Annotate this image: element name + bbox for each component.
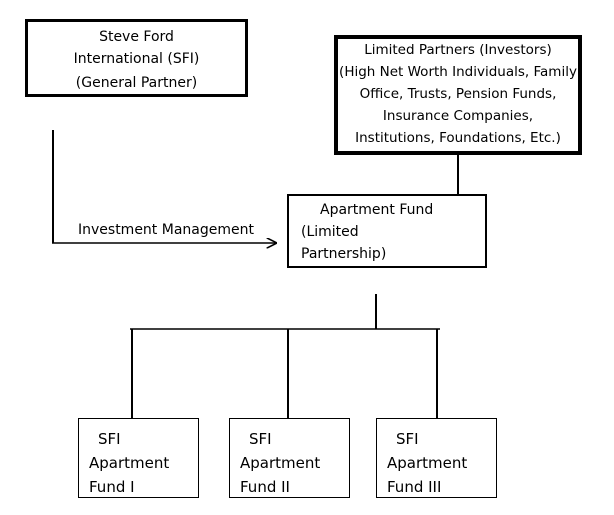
limited-partners-box: Limited Partners (Investors) (High Net W… [334, 35, 582, 155]
gp-line-2: International (SFI) [73, 51, 200, 67]
general-partner-box: Steve Ford International (SFI) (General … [25, 19, 248, 97]
fund-line-2: (Limited [301, 224, 359, 240]
sub-fund-1-line-1: SFI [98, 430, 121, 448]
sub-fund-3-line-1: SFI [396, 430, 419, 448]
fund-line-3: Partnership) [301, 246, 387, 262]
sub-fund-2-line-1: SFI [249, 430, 272, 448]
lp-line-2: (High Net Worth Individuals, Family [339, 64, 577, 80]
gp-line-3: (General Partner) [75, 75, 198, 91]
lp-line-1: Limited Partners (Investors) [364, 42, 552, 58]
lp-line-3: Office, Trusts, Pension Funds, [359, 86, 557, 102]
apartment-fund-box: Apartment Fund (Limited Partnership) [287, 194, 487, 268]
sub-fund-box-3: SFI Apartment Fund III [376, 418, 497, 498]
investment-management-label: Investment Management [78, 222, 254, 238]
sub-fund-3-line-2: Apartment [387, 454, 468, 472]
sub-fund-1-line-3: Fund I [89, 478, 135, 496]
sub-fund-2-line-3: Fund II [240, 478, 290, 496]
lp-line-4: Insurance Companies, [382, 108, 534, 124]
sub-fund-2-line-2: Apartment [240, 454, 321, 472]
sub-fund-1-line-2: Apartment [89, 454, 170, 472]
sub-fund-box-1: SFI Apartment Fund I [78, 418, 199, 498]
lp-line-5: Institutions, Foundations, Etc.) [355, 130, 561, 146]
gp-line-1: Steve Ford [99, 29, 174, 45]
fund-line-1: Apartment Fund [320, 202, 434, 218]
sub-fund-3-line-3: Fund III [387, 478, 442, 496]
sub-fund-box-2: SFI Apartment Fund II [229, 418, 350, 498]
